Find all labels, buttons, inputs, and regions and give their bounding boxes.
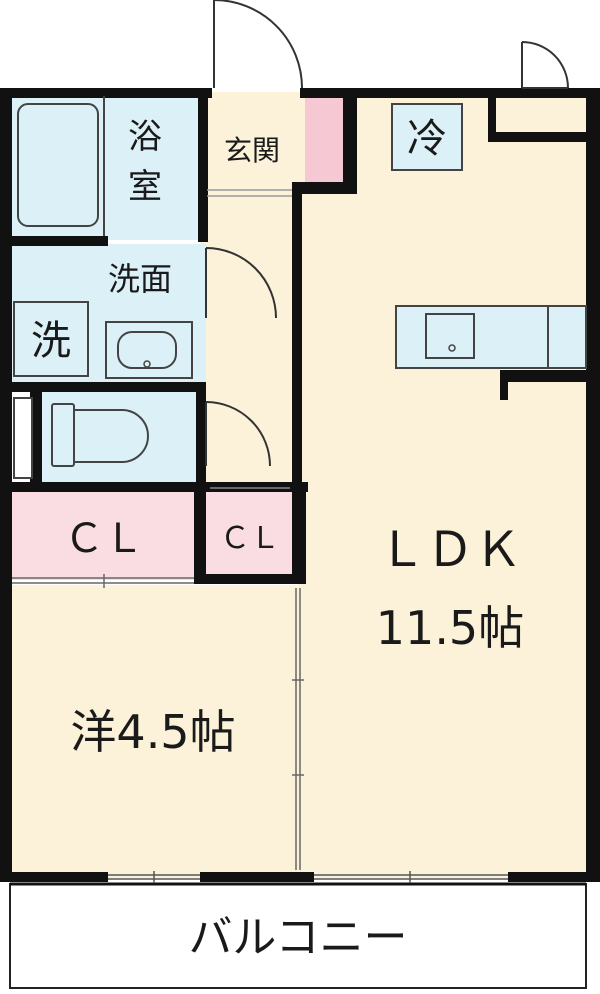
kitchen-counter xyxy=(395,305,587,369)
balcony-label: バルコニー xyxy=(188,912,407,963)
cl-main-label: ＣＬ xyxy=(64,516,144,562)
western-room-floor xyxy=(8,585,300,878)
ldk-floor xyxy=(297,92,595,878)
balcony-window-right[interactable] xyxy=(314,871,508,883)
toilet-niche xyxy=(13,397,33,479)
ldk-name-label: ＬＤＫ xyxy=(378,522,522,578)
bathtub xyxy=(17,103,99,227)
bath-label-2: 室 xyxy=(128,167,162,207)
washroom-door[interactable] xyxy=(205,247,277,319)
ldk-size-label: 11.5帖 xyxy=(376,601,524,655)
balcony-window-left[interactable] xyxy=(108,871,200,883)
senmen-label: 洗面 xyxy=(108,260,172,298)
toilet-fixture xyxy=(51,403,149,467)
closet-small-floor xyxy=(205,488,295,576)
washer-box xyxy=(13,301,89,377)
toilet-door[interactable] xyxy=(205,401,271,467)
cl-small-label: ＣＬ xyxy=(220,521,280,556)
bath-label-1: 浴 xyxy=(128,117,162,157)
washer-label: 洗 xyxy=(31,318,71,364)
genkan-label: 玄関 xyxy=(224,134,280,167)
balcony-area xyxy=(9,883,587,989)
western-room-label: 洋4.5帖 xyxy=(70,705,235,759)
closet-main-floor xyxy=(8,492,200,580)
genkan-step xyxy=(207,189,292,197)
sink-basin xyxy=(117,331,177,369)
service-door[interactable] xyxy=(521,41,569,89)
entry-strip xyxy=(305,98,343,186)
fridge-space xyxy=(391,103,463,171)
walls xyxy=(0,88,600,882)
sliding-door-closet[interactable] xyxy=(12,574,194,588)
sliding-door-ldk[interactable] xyxy=(292,588,304,870)
fridge-label: 冷 xyxy=(407,116,447,162)
genkan-floor xyxy=(207,98,303,190)
sink-drain xyxy=(143,360,151,368)
entry-door[interactable] xyxy=(213,0,303,89)
